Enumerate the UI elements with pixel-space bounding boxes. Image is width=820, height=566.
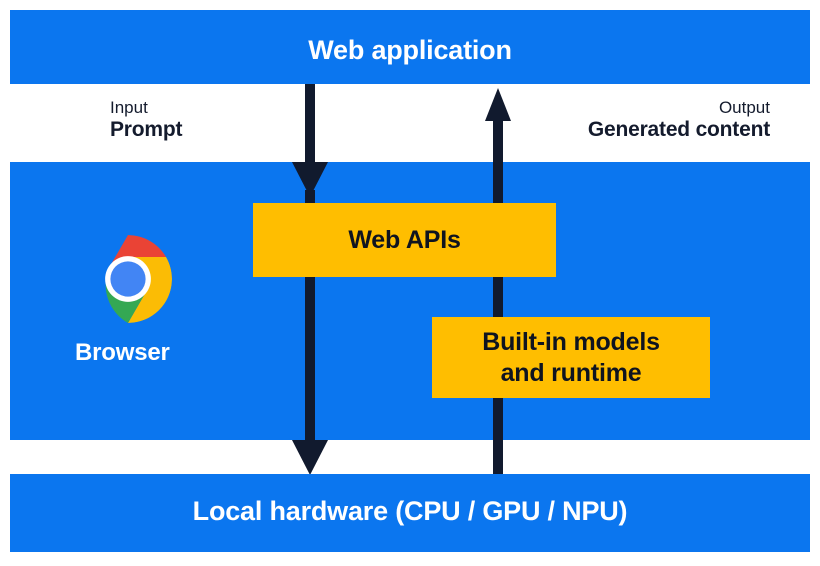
input-kind-label: Input bbox=[110, 98, 148, 117]
output-flow-arrow-up-head bbox=[485, 88, 511, 121]
band-web-application: Web application bbox=[10, 10, 810, 84]
input-value-label: Prompt bbox=[110, 118, 183, 142]
chrome-logo-icon bbox=[105, 235, 172, 323]
local-hardware-title: Local hardware (CPU / GPU / NPU) bbox=[192, 496, 628, 526]
output-value-label: Generated content bbox=[587, 118, 770, 142]
browser-group: Browser bbox=[75, 235, 172, 367]
box-builtin-models: Built-in models and runtime bbox=[432, 317, 710, 398]
web-apis-label: Web APIs bbox=[348, 225, 461, 254]
input-flow-arrow-down-head-lower bbox=[292, 440, 328, 475]
input-flow-arrow-down-shaft-lower bbox=[305, 190, 315, 440]
builtin-models-line2: and runtime bbox=[500, 358, 642, 387]
input-flow-arrow-down-shaft-upper bbox=[305, 84, 315, 176]
browser-label: Browser bbox=[75, 339, 170, 366]
output-label-group: Output Generated content bbox=[588, 98, 770, 143]
output-flow-arrow-up-shaft bbox=[493, 118, 503, 474]
output-kind-label: Output bbox=[718, 98, 770, 117]
box-web-apis: Web APIs bbox=[253, 203, 556, 277]
band-local-hardware: Local hardware (CPU / GPU / NPU) bbox=[10, 474, 810, 552]
web-application-title: Web application bbox=[308, 35, 512, 65]
input-label-group: Input Prompt bbox=[110, 98, 183, 143]
builtin-models-line1: Built-in models bbox=[482, 328, 660, 356]
builtin-models-label: Built-in models and runtime bbox=[482, 327, 660, 388]
